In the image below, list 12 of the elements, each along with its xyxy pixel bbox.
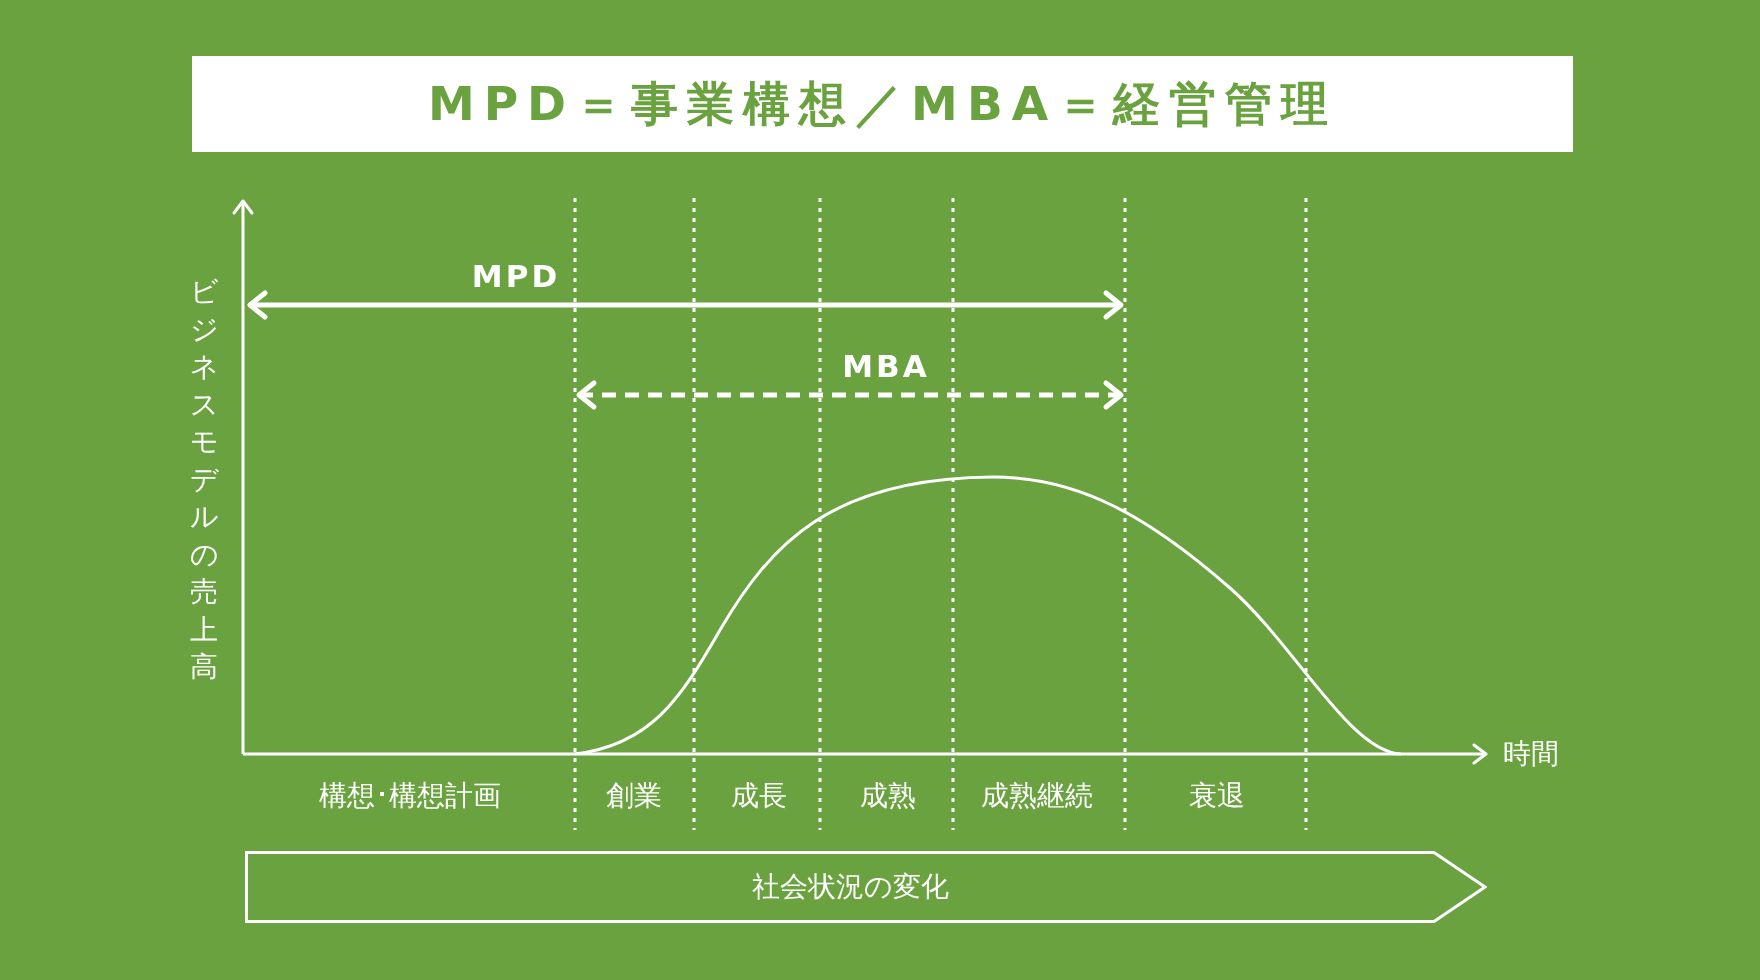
axis-label: 時間 xyxy=(1503,738,1559,770)
stage-label: 成熟 xyxy=(860,780,916,812)
title-banner: MPD＝事業構想／MBA＝経営管理 xyxy=(192,56,1573,152)
span-label: MPD xyxy=(471,258,561,294)
stage-label: 成熟継続 xyxy=(981,780,1093,812)
chevron-band: 社会状況の変化 xyxy=(245,851,1487,923)
stage-label: 成長 xyxy=(731,780,787,812)
stage-label: 創業 xyxy=(606,780,662,812)
span-label: MBA xyxy=(842,348,930,384)
axis-label: ビジネスモデルの売上高 xyxy=(189,274,219,685)
stage-label: 構想･構想計画 xyxy=(319,780,501,812)
stage-label: 衰退 xyxy=(1189,780,1245,812)
